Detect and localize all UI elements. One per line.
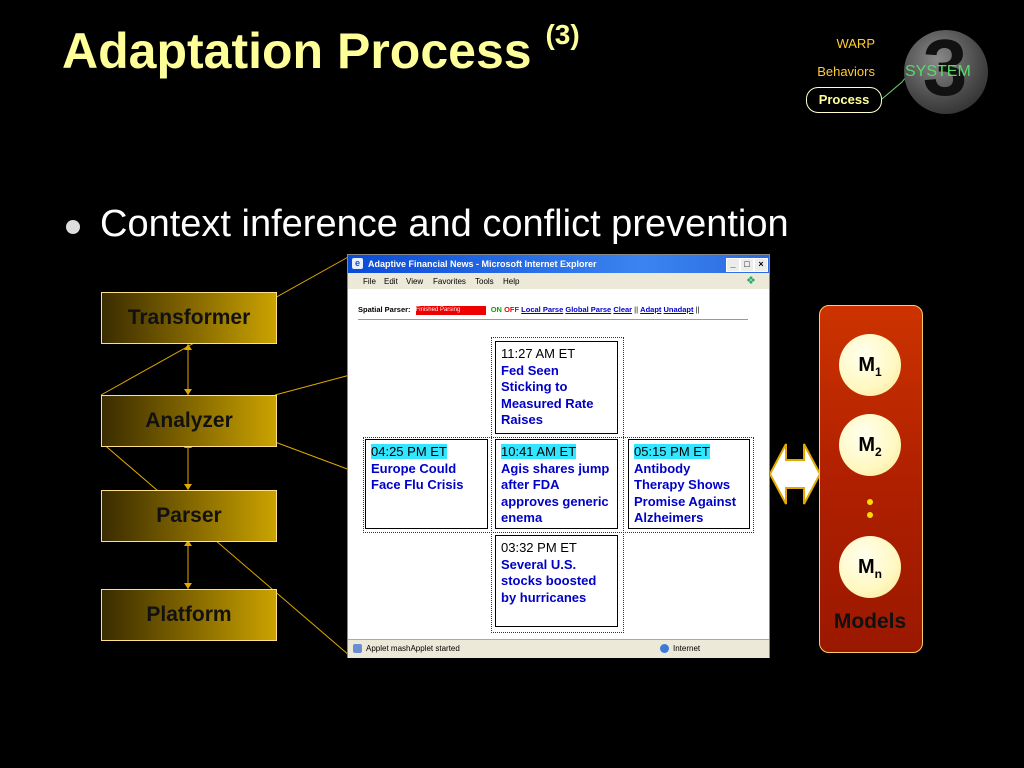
model-mn: Mn (839, 536, 901, 598)
story-time: 11:27 AM ET (501, 346, 576, 361)
model-m1: M1 (839, 334, 901, 396)
parser-toolbar: Spatial Parser: Finished Parsing ON OFF … (358, 305, 700, 315)
nav-process[interactable]: Process (806, 87, 882, 113)
title-superscript: (3) (545, 19, 580, 51)
menu-file[interactable]: File (363, 277, 376, 286)
adapt-link[interactable]: Adapt (640, 305, 662, 314)
nav-behaviors[interactable]: Behaviors (817, 64, 875, 79)
browser-titlebar: e Adaptive Financial News - Microsoft In… (348, 255, 769, 273)
unadapt-link[interactable]: Unadapt (663, 305, 694, 314)
bullet-text: Context inference and conflict preventio… (100, 203, 789, 245)
platform-box: Platform (101, 589, 277, 641)
browser-content: Spatial Parser: Finished Parsing ON OFF … (348, 289, 769, 639)
story-headline[interactable]: Europe Could Face Flu Crisis (371, 460, 464, 493)
middle-row-group (363, 437, 754, 533)
close-icon[interactable]: × (754, 258, 768, 272)
story-top[interactable]: 11:27 AM ET Fed Seen Sticking to Measure… (495, 341, 618, 434)
menu-view[interactable]: View (406, 277, 424, 286)
story-time: 03:32 PM ET (501, 540, 577, 555)
menu-favorites[interactable]: Favorites (433, 277, 466, 286)
menu-tools[interactable]: Tools (475, 277, 494, 286)
browser-menubar: File Edit View Favorites Tools Help ❖ (348, 273, 769, 289)
analyzer-box: Analyzer (101, 395, 277, 447)
model-m1-label: M (858, 354, 875, 376)
parser-label: Spatial Parser: (358, 305, 411, 314)
story-time: 10:41 AM ET (501, 444, 577, 459)
ellipsis-dot (867, 512, 873, 518)
story-left[interactable]: 04:25 PM ET Europe Could Face Flu Crisis (365, 439, 488, 529)
transformer-box: Transformer (101, 292, 277, 344)
title-text: Adaptation Process (62, 23, 532, 79)
parser-status: Finished Parsing (415, 305, 486, 315)
story-headline[interactable]: Several U.S. stocks boosted by hurricane… (501, 556, 597, 605)
story-headline[interactable]: Agis shares jump after FDA approves gene… (501, 460, 610, 526)
model-m2-label: M (858, 434, 875, 456)
parser-box: Parser (101, 490, 277, 542)
applet-icon (353, 644, 362, 653)
windows-logo-icon: ❖ (746, 275, 756, 287)
clear-link[interactable]: Clear (613, 305, 633, 314)
toolbar-divider (358, 319, 748, 320)
menu-edit[interactable]: Edit (384, 277, 398, 286)
browser-title: Adaptive Financial News - Microsoft Inte… (368, 259, 597, 269)
story-headline[interactable]: Fed Seen Sticking to Measured Rate Raise… (501, 362, 594, 428)
status-text: Applet mashApplet started (366, 644, 460, 653)
bullet-icon (66, 220, 80, 234)
separator: || (695, 305, 700, 314)
parser-off-link[interactable]: OFF (504, 305, 520, 314)
system-badge-number: 3 (922, 23, 968, 112)
minimize-icon[interactable]: _ (726, 258, 740, 272)
model-mn-label: M (857, 556, 875, 578)
story-headline[interactable]: Antibody Therapy Shows Promise Against A… (634, 460, 737, 526)
model-mn-subscript: n (874, 567, 882, 581)
system-badge (904, 30, 988, 114)
globe-icon (660, 644, 669, 653)
browser-statusbar: Applet mashApplet started Internet (348, 639, 769, 658)
models-panel: M1 M2 Mn Models (819, 305, 923, 653)
story-bottom[interactable]: 03:32 PM ET Several U.S. stocks boosted … (495, 535, 618, 627)
model-m2-subscript: 2 (874, 445, 882, 459)
model-m2: M2 (839, 414, 901, 476)
ie-icon: e (352, 258, 363, 269)
global-parse-link[interactable]: Global Parse (565, 305, 612, 314)
story-right[interactable]: 05:15 PM ET Antibody Therapy Shows Promi… (628, 439, 750, 529)
zone-text: Internet (673, 644, 701, 653)
double-arrow-icon (770, 443, 820, 505)
separator: || (634, 305, 639, 314)
local-parse-link[interactable]: Local Parse (521, 305, 564, 314)
parser-on-link[interactable]: ON (490, 305, 502, 314)
story-time: 04:25 PM ET (371, 444, 447, 459)
slide-title: Adaptation Process (3) (62, 19, 580, 80)
model-m1-subscript: 1 (874, 365, 882, 379)
center-column-group (491, 337, 624, 633)
story-time: 05:15 PM ET (634, 444, 710, 459)
ellipsis-dot (867, 499, 873, 505)
maximize-icon[interactable]: □ (740, 258, 754, 272)
models-label: Models (833, 610, 907, 633)
browser-window: e Adaptive Financial News - Microsoft In… (347, 254, 770, 658)
nav-warp[interactable]: WARP (836, 36, 875, 51)
story-center[interactable]: 10:41 AM ET Agis shares jump after FDA a… (495, 439, 618, 529)
menu-help[interactable]: Help (503, 277, 520, 286)
system-badge-label: SYSTEM (905, 63, 971, 80)
